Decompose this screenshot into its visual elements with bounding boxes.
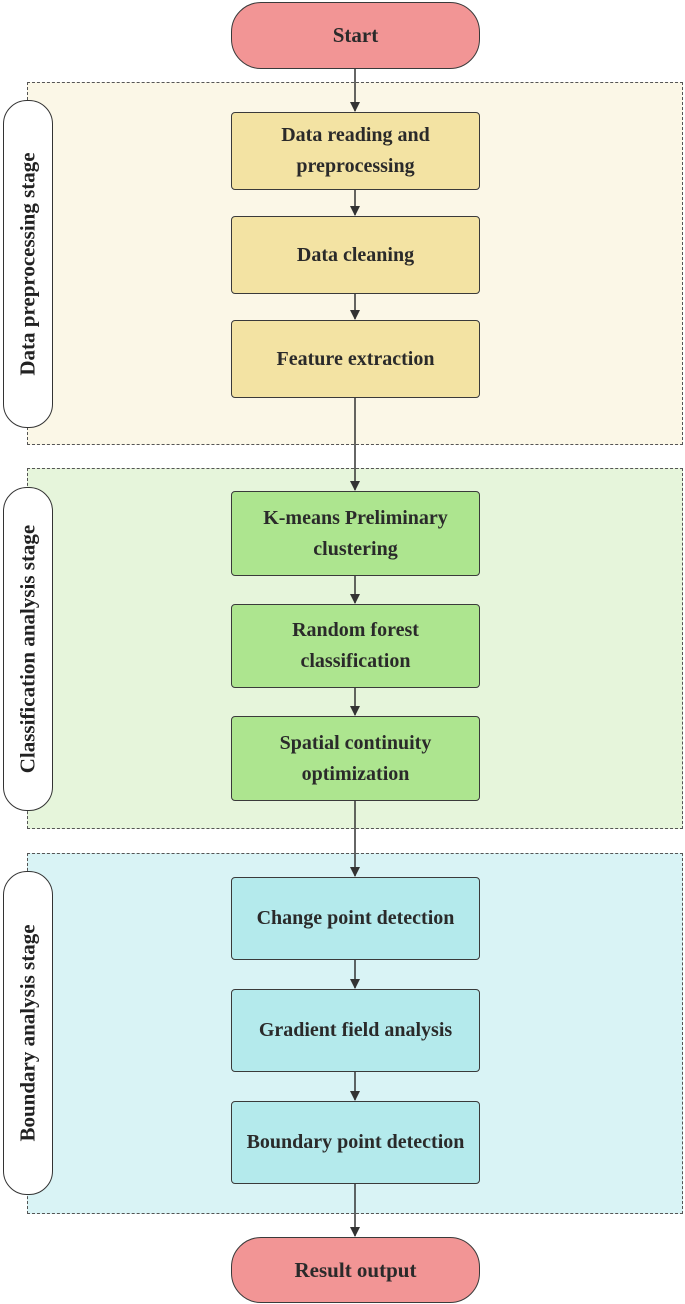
gradient-field-text: Gradient field analysis xyxy=(258,1019,453,1041)
data-cleaning-text: Data cleaning xyxy=(296,243,415,266)
change-point-text: Change point detection xyxy=(256,907,455,929)
result-output-terminal-text: Result output xyxy=(294,1257,417,1282)
kmeans-clustering-box: K-means Preliminary clustering xyxy=(231,491,480,576)
kmeans-clustering-text: K-means Preliminary clustering xyxy=(263,506,448,560)
random-forest-text: Random forest classification xyxy=(292,619,419,672)
feature-extraction-box: Feature extraction xyxy=(231,320,480,398)
random-forest-box: Random forest classification xyxy=(231,604,480,688)
data-reading-text: Data reading and preprocessing xyxy=(281,124,430,177)
result-output-terminal: Result output xyxy=(231,1237,480,1303)
feature-extraction-text: Feature extraction xyxy=(276,347,435,370)
change-point-box: Change point detection xyxy=(231,877,480,960)
data-cleaning-box: Data cleaning xyxy=(231,216,480,294)
boundary-point-box: Boundary point detection xyxy=(231,1101,480,1184)
spatial-continuity-box: Spatial continuity optimization xyxy=(231,716,480,801)
preprocessing-stage-label: Data preprocessing stage xyxy=(3,100,53,428)
classification-stage-label: Classification analysis stage xyxy=(3,487,53,811)
boundary-stage-label: Boundary analysis stage xyxy=(3,871,53,1195)
spatial-continuity-text: Spatial continuity optimization xyxy=(279,731,432,785)
boundary-point-text: Boundary point detection xyxy=(246,1131,465,1153)
start-terminal: Start xyxy=(231,2,480,69)
gradient-field-box: Gradient field analysis xyxy=(231,989,480,1072)
data-reading-box: Data reading and preprocessing xyxy=(231,112,480,190)
start-terminal-text: Start xyxy=(332,23,379,47)
